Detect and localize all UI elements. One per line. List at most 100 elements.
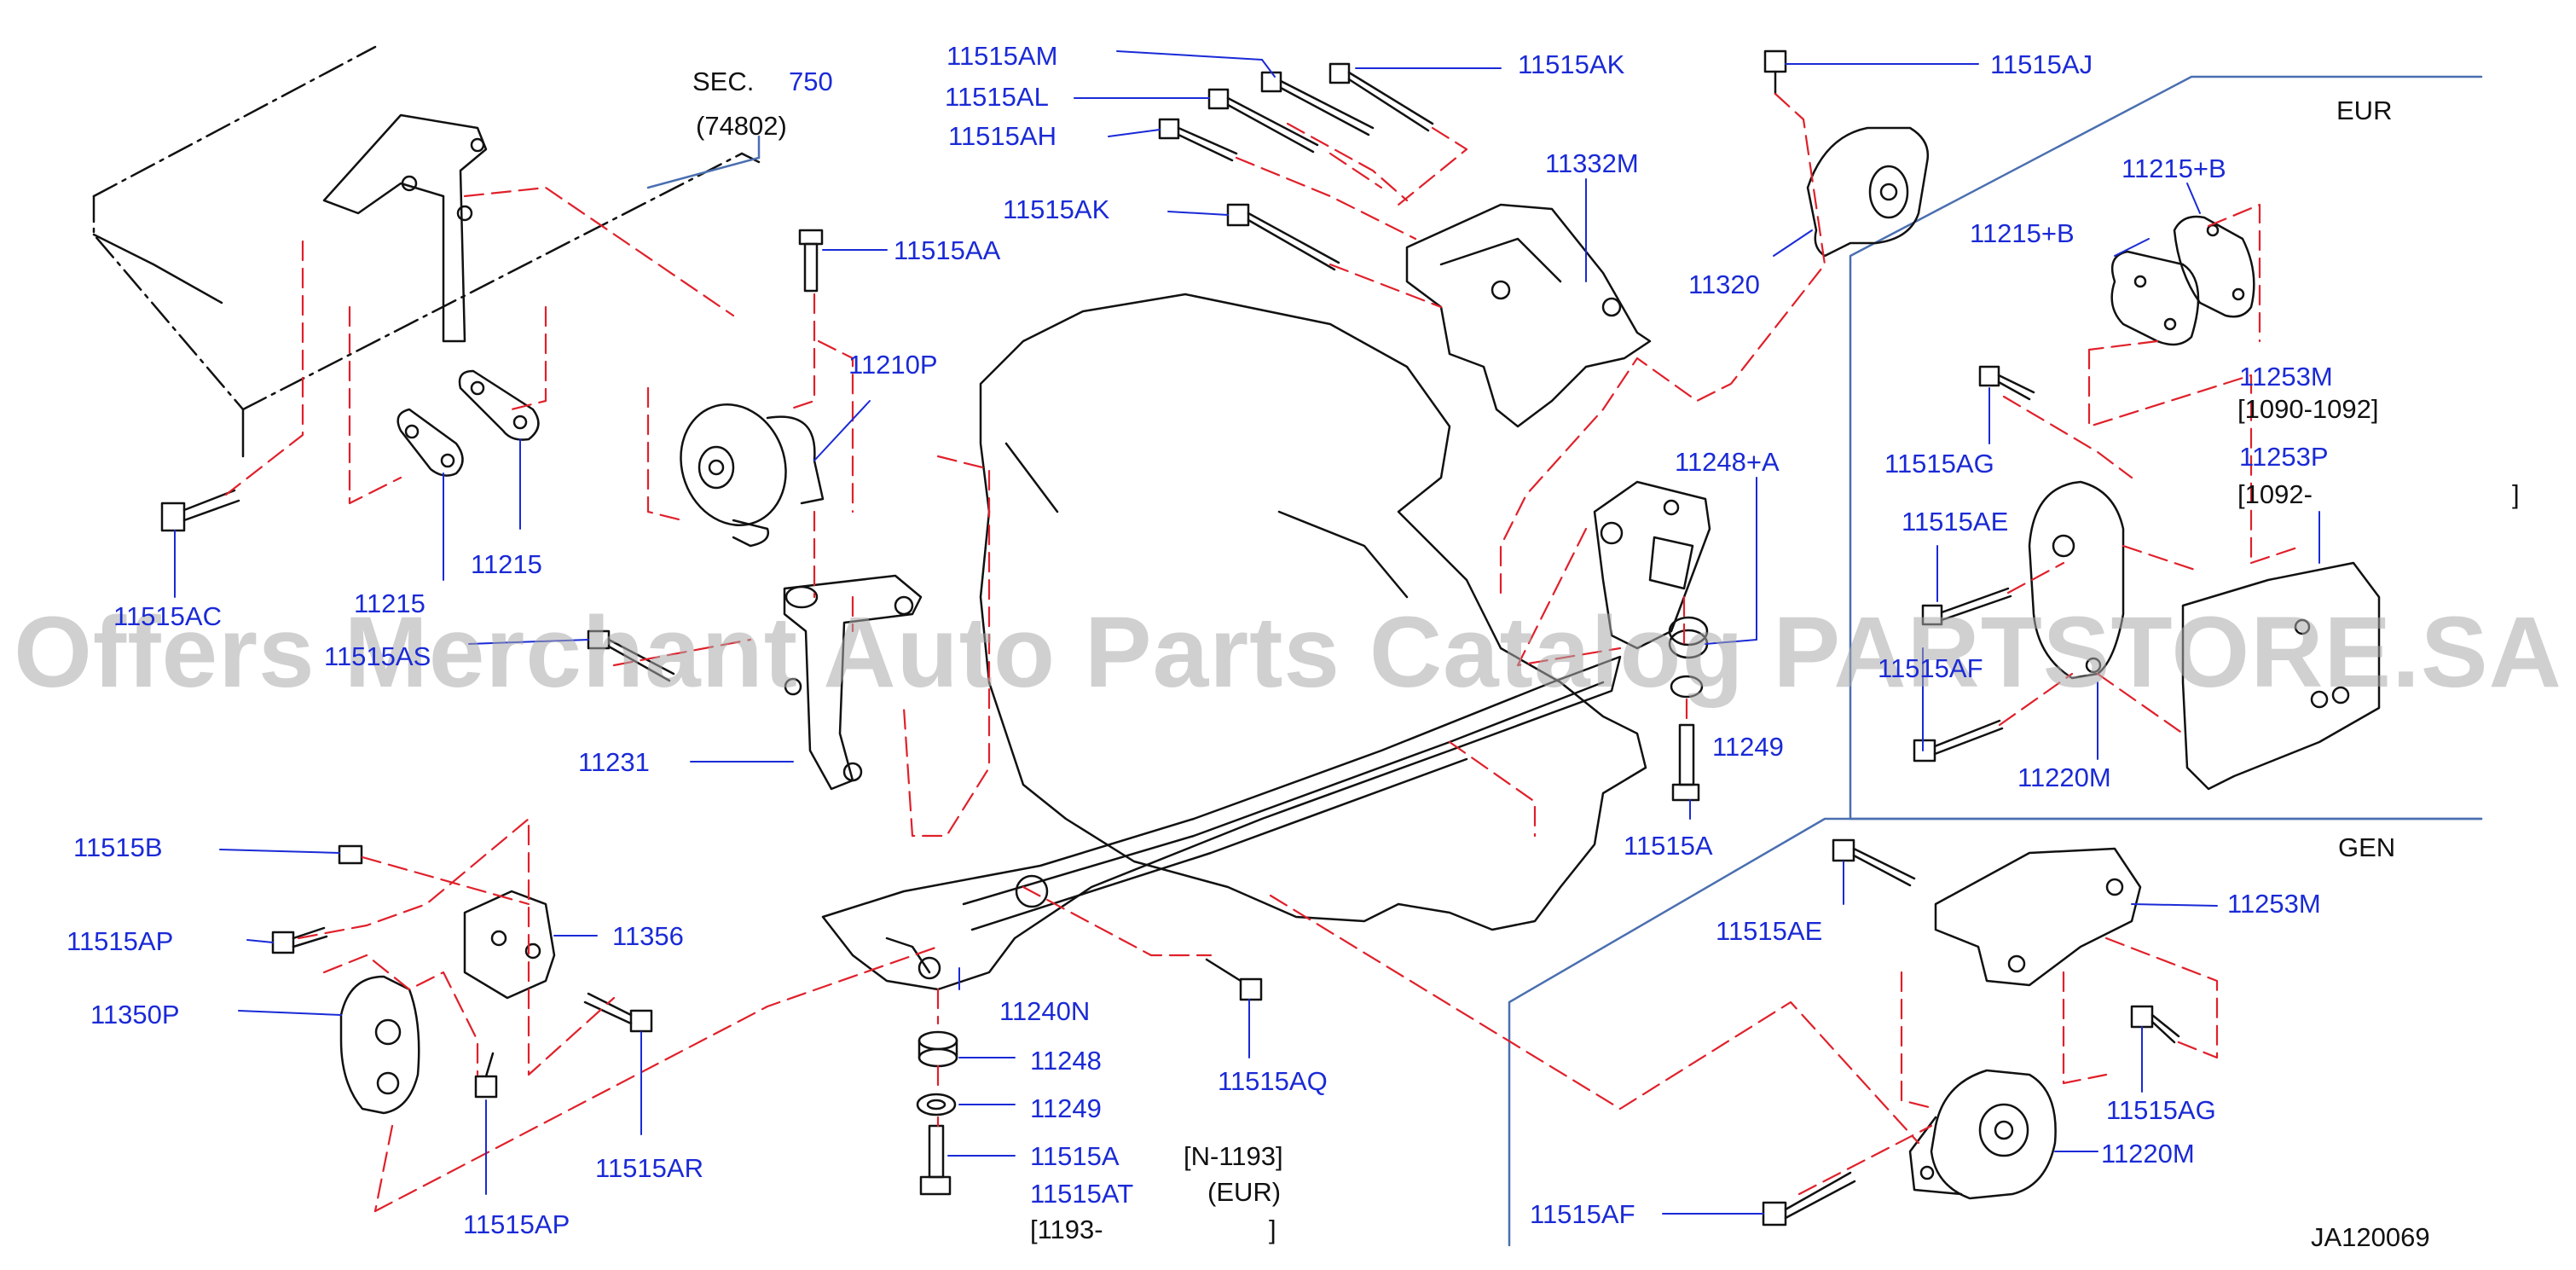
callout-11515AF-eur[interactable]: 11515AF — [1878, 653, 1983, 683]
bracket-11253-eur — [2181, 561, 2381, 791]
callout-11215-right[interactable]: 11215 — [471, 549, 542, 579]
bolt-11515AE-gen — [1832, 838, 1916, 887]
callout-11515A-mid[interactable]: 11515A — [1624, 831, 1713, 861]
bolt-11515AA — [798, 229, 824, 293]
mount-11332M — [1405, 203, 1652, 428]
note-11253M-range: [1090-1092] — [2237, 394, 2379, 424]
callout-11515AL[interactable]: 11515AL — [945, 82, 1049, 112]
bolt-11515AF-eur — [1913, 719, 2004, 763]
dashed-leaders — [224, 92, 2304, 1213]
callout-11515AM[interactable]: 11515AM — [946, 41, 1058, 71]
callout-11515AG-gen[interactable]: 11515AG — [2106, 1095, 2216, 1125]
plate-11215B-a — [2110, 250, 2200, 346]
body-section-outline — [92, 45, 761, 458]
bolt-11515AK-top — [1329, 62, 1434, 132]
bolt-11515AG-gen — [2130, 1005, 2180, 1044]
callout-lines — [174, 50, 2320, 1215]
nut-11515B — [338, 844, 363, 865]
region-label-eur: EUR — [2336, 96, 2393, 125]
watermark: Offers Merchant Auto Parts Catalog PARTS… — [14, 596, 2562, 709]
callout-11215-left[interactable]: 11215 — [354, 589, 425, 618]
callout-11515AP-top[interactable]: 11515AP — [67, 926, 174, 956]
callout-11253M-eur[interactable]: 11253M — [2239, 362, 2333, 391]
engine-block — [979, 293, 1647, 931]
callout-11515AH[interactable]: 11515AH — [948, 121, 1056, 151]
callout-11253P[interactable]: 11253P — [2239, 442, 2329, 472]
callout-11249[interactable]: 11249 — [1030, 1093, 1102, 1123]
bolt-11515A-lower — [919, 1124, 952, 1196]
section-ref-sub: (74802) — [696, 111, 787, 141]
note-upto: [N-1193] — [1184, 1141, 1283, 1171]
bolt-11515AQ — [1205, 958, 1263, 1001]
bracket-11231 — [783, 574, 923, 791]
callout-11515AT[interactable]: 11515AT — [1030, 1179, 1134, 1209]
crossmember-11240N — [821, 655, 1622, 991]
bolt-11515AF-gen — [1762, 1171, 1856, 1227]
callout-11515AQ[interactable]: 11515AQ — [1218, 1066, 1328, 1096]
callout-11231[interactable]: 11231 — [578, 747, 650, 777]
callout-11240N[interactable]: 11240N — [999, 996, 1091, 1026]
diagram-code: JA120069 — [2311, 1222, 2430, 1252]
callout-11515AE-gen[interactable]: 11515AE — [1716, 916, 1823, 946]
bolt-11515AE-eur — [1921, 587, 2012, 626]
callout-11350P[interactable]: 11350P — [90, 1000, 180, 1029]
callout-11515B[interactable]: 11515B — [73, 832, 163, 862]
bolt-11515AS — [587, 629, 675, 682]
bracket-11248A — [1593, 480, 1711, 650]
callout-11249-mid[interactable]: 11249 — [1712, 732, 1784, 762]
callout-11515AC[interactable]: 11515AC — [113, 601, 222, 631]
callout-11220M-eur[interactable]: 11220M — [2017, 763, 2111, 792]
note-11253P-close: ] — [2512, 479, 2520, 509]
bolt-11515AR — [583, 992, 653, 1033]
note-from: [1193- — [1030, 1215, 1103, 1244]
engine-mount-11210P — [680, 403, 825, 548]
bolt-11515A-mid — [1671, 723, 1700, 802]
callout-11320[interactable]: 11320 — [1688, 270, 1760, 299]
section-ref-number[interactable]: 750 — [789, 67, 833, 96]
callout-11515AA[interactable]: 11515AA — [894, 235, 1001, 265]
bolt-11515AK-left — [1226, 203, 1340, 271]
callout-11215B-b[interactable]: 11215+B — [1970, 218, 2075, 248]
bolt-11515AH — [1158, 118, 1238, 162]
bolt-11515AJ — [1763, 49, 1787, 96]
callout-11515AK-top[interactable]: 11515AK — [1518, 49, 1625, 79]
region-frame-gen — [1508, 817, 2483, 1247]
plate-11215B-b — [2173, 215, 2255, 318]
callout-11515A[interactable]: 11515A — [1030, 1141, 1120, 1171]
note-eur: (EUR) — [1207, 1177, 1282, 1207]
callout-11515AF-gen[interactable]: 11515AF — [1530, 1199, 1635, 1229]
callout-11515AK-left[interactable]: 11515AK — [1003, 194, 1110, 224]
callout-11220M-gen[interactable]: 11220M — [2101, 1139, 2195, 1169]
rubber-11248 — [918, 1030, 958, 1068]
bracket-11253M-gen — [1934, 847, 2142, 987]
callout-11215B-a[interactable]: 11215+B — [2122, 154, 2226, 183]
plate-11215-left — [397, 408, 464, 477]
callout-11248A[interactable]: 11248+A — [1675, 447, 1780, 477]
callout-11515AJ[interactable]: 11515AJ — [1990, 49, 2093, 79]
callout-11356[interactable]: 11356 — [612, 921, 684, 951]
callout-11332M[interactable]: 11332M — [1545, 148, 1639, 178]
callout-11253M-gen[interactable]: 11253M — [2227, 889, 2321, 919]
plate-11215-right — [458, 369, 540, 441]
mount-11350P — [339, 975, 420, 1115]
body-bracket — [322, 113, 488, 343]
callout-11515AP-bottom[interactable]: 11515AP — [463, 1209, 570, 1239]
mount-11320 — [1806, 126, 1930, 258]
bolt-11515AP-top — [271, 926, 328, 954]
mount-11220M-eur — [2028, 480, 2125, 680]
note-close: ] — [1269, 1215, 1276, 1244]
region-label-gen: GEN — [2338, 832, 2396, 862]
callout-11515AR[interactable]: 11515AR — [595, 1153, 703, 1183]
mount-11220M-gen — [1908, 1069, 2057, 1200]
callout-11248[interactable]: 11248 — [1030, 1046, 1102, 1076]
callout-11210P[interactable]: 11210P — [848, 350, 938, 380]
note-11253P-from: [1092- — [2237, 479, 2313, 509]
callout-11515AG-eur[interactable]: 11515AG — [1884, 449, 1994, 478]
bolt-11515AG-eur — [1978, 365, 2035, 401]
bracket-11356 — [463, 890, 556, 1000]
callout-11515AE-eur[interactable]: 11515AE — [1902, 507, 2009, 536]
washer-11249 — [916, 1093, 957, 1116]
callout-11515AS[interactable]: 11515AS — [324, 641, 431, 671]
